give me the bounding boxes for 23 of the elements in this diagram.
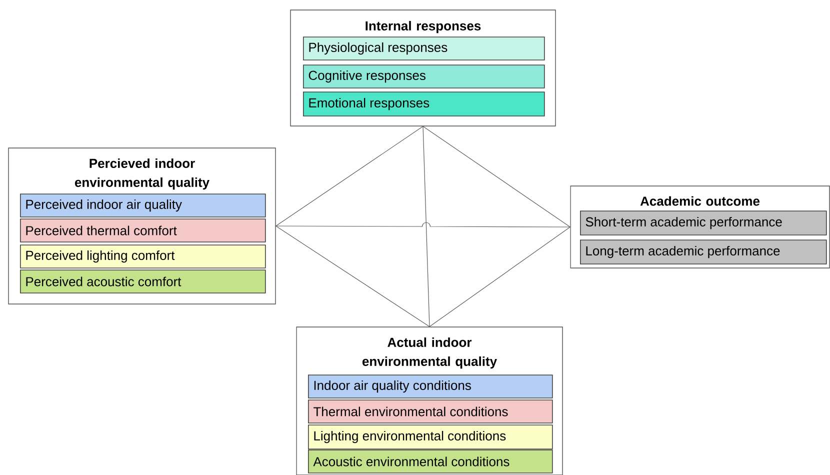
factor-box: Thermal environmental conditions: [308, 400, 553, 424]
factor-box: Indoor air quality conditions: [308, 374, 553, 398]
factor-box: Perceived acoustic comfort: [20, 270, 266, 294]
factor-box: Lighting environmental conditions: [308, 424, 553, 450]
connector-line: [422, 126, 570, 228]
group-heading: Percieved indoor environmental quality: [74, 158, 210, 190]
group-heading: Internal responses: [366, 20, 481, 34]
factor-box: Physiological responses: [303, 36, 545, 60]
connector-line: [276, 222, 570, 228]
group-heading: Actual indoor environmental quality: [362, 337, 497, 369]
factor-box: Cognitive responses: [303, 64, 545, 88]
connector-line: [276, 126, 424, 226]
group-heading: Academic outcome: [640, 196, 760, 206]
connector-line: [276, 226, 430, 327]
connector-line: [429, 226, 570, 327]
connector-line: [422, 126, 430, 327]
factor-box: Perceived indoor air quality: [20, 194, 266, 218]
factor-box: Short-term academic performance: [580, 210, 827, 236]
factor-box: Emotional responses: [303, 92, 545, 116]
factor-box: Acoustic environmental conditions: [308, 450, 553, 474]
factor-box: Perceived lighting comfort: [20, 244, 266, 268]
factor-box: Long-term academic performance: [580, 240, 827, 264]
factor-box: Perceived thermal comfort: [20, 218, 266, 242]
